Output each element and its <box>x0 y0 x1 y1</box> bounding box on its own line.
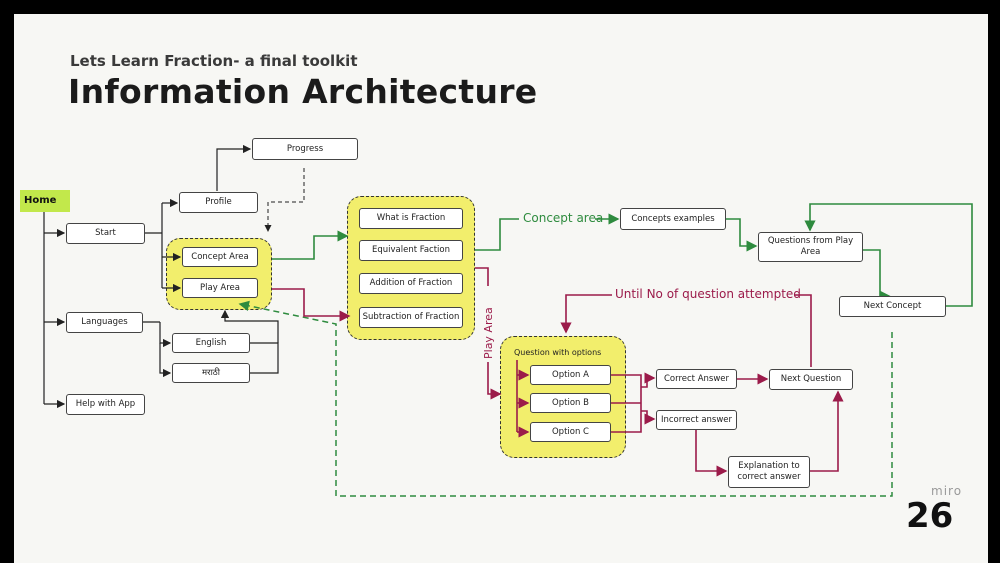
option-a-node[interactable]: Option A <box>530 365 611 385</box>
concepts-examples-node[interactable]: Concepts examples <box>620 208 726 230</box>
slide-title: Information Architecture <box>68 72 538 111</box>
concept-area-edge-label: Concept area <box>523 211 604 225</box>
subtraction-fraction-node[interactable]: Subtraction of Fraction <box>359 307 463 328</box>
marathi-node[interactable]: मराठी <box>172 363 250 383</box>
profile-node[interactable]: Profile <box>179 192 258 213</box>
concept-area-node[interactable]: Concept Area <box>182 247 258 267</box>
equivalent-faction-node[interactable]: Equivalent Faction <box>359 240 463 261</box>
explanation-node[interactable]: Explanation to correct answer <box>728 456 810 488</box>
option-c-node[interactable]: Option C <box>530 422 611 442</box>
home-node[interactable]: Home <box>20 190 70 212</box>
play-area-edge-label: Play Area <box>482 307 495 359</box>
slide-subtitle: Lets Learn Fraction- a final toolkit <box>70 52 358 70</box>
next-question-node[interactable]: Next Question <box>769 369 853 390</box>
incorrect-answer-node[interactable]: Incorrect answer <box>656 410 737 430</box>
questions-play-area-node[interactable]: Questions from Play Area <box>758 232 863 262</box>
slide: Lets Learn Fraction- a final toolkit Inf… <box>14 14 988 563</box>
what-is-fraction-node[interactable]: What is Fraction <box>359 208 463 229</box>
miro-watermark: miro <box>931 484 963 498</box>
languages-node[interactable]: Languages <box>66 312 143 333</box>
option-b-node[interactable]: Option B <box>530 393 611 413</box>
addition-fraction-node[interactable]: Addition of Fraction <box>359 273 463 294</box>
help-node[interactable]: Help with App <box>66 394 145 415</box>
next-concept-node[interactable]: Next Concept <box>839 296 946 317</box>
english-node[interactable]: English <box>172 333 250 353</box>
start-node[interactable]: Start <box>66 223 145 244</box>
progress-node[interactable]: Progress <box>252 138 358 160</box>
play-area-node[interactable]: Play Area <box>182 278 258 298</box>
page-number: 26 <box>906 496 954 536</box>
connector-lines <box>43 144 973 497</box>
correct-answer-node[interactable]: Correct Answer <box>656 369 737 389</box>
until-attempted-label: Until No of question attempted <box>615 287 801 301</box>
question-with-options-label: Question with options <box>514 348 602 357</box>
